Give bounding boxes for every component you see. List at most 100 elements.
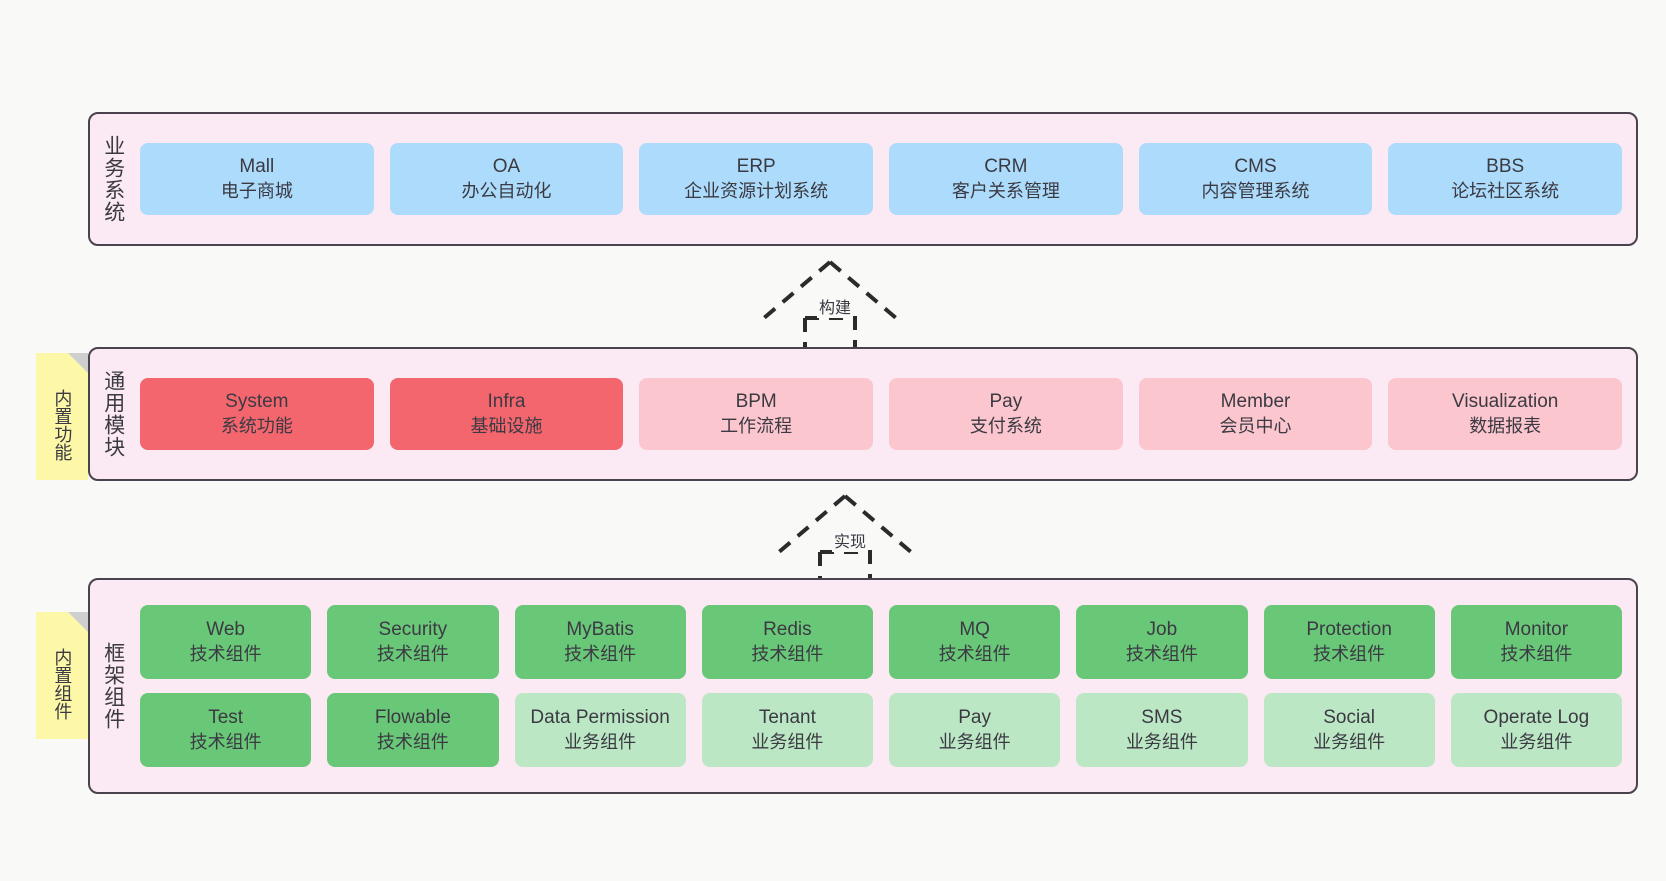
card-title-en: Pay [989, 391, 1023, 413]
card-bbs[interactable]: BBS 论坛社区系统 [1388, 143, 1623, 215]
card-mybatis[interactable]: MyBatis 技术组件 [514, 605, 686, 679]
card-title-en: System [225, 391, 289, 413]
note-builtin-components: 内置组件 [36, 612, 88, 739]
card-title-cn: 系统功能 [220, 415, 293, 436]
connector-build-arrow: 构建 [755, 258, 905, 350]
card-security[interactable]: Security 技术组件 [327, 605, 499, 679]
card-title-en: Redis [763, 619, 812, 641]
card-title-en: Job [1146, 619, 1178, 641]
note-fold-icon [68, 612, 88, 632]
card-title-cn: 技术组件 [938, 643, 1011, 664]
card-pay-business[interactable]: Pay 业务组件 [889, 693, 1061, 767]
card-title-cn: 论坛社区系统 [1451, 180, 1560, 201]
card-title-cn: 办公自动化 [461, 180, 552, 201]
card-monitor[interactable]: Monitor 技术组件 [1450, 605, 1622, 679]
card-oa[interactable]: OA 办公自动化 [389, 143, 624, 215]
card-title-en: Tenant [758, 707, 816, 729]
card-title-en: Security [378, 619, 448, 641]
card-title-en: Visualization [1452, 391, 1559, 413]
card-operate-log[interactable]: Operate Log 业务组件 [1450, 693, 1622, 767]
card-title-cn: 技术组件 [564, 643, 637, 664]
card-title-en: BPM [735, 391, 777, 413]
layer-body-modules: System 系统功能 Infra 基础设施 BPM 工作流程 Pay 支付系统… [136, 349, 1636, 479]
card-protection[interactable]: Protection 技术组件 [1263, 605, 1435, 679]
layer-title-framework: 框架组件 [101, 642, 125, 730]
card-title-en: Infra [487, 391, 526, 413]
card-title-cn: 企业资源计划系统 [684, 180, 829, 201]
card-title-cn: 会员中心 [1219, 415, 1292, 436]
card-title-en: Social [1323, 707, 1375, 729]
modules-card-row: System 系统功能 Infra 基础设施 BPM 工作流程 Pay 支付系统… [140, 378, 1623, 450]
note-fold-icon [68, 353, 88, 373]
card-tenant[interactable]: Tenant 业务组件 [701, 693, 873, 767]
card-title-en: Mall [239, 156, 275, 178]
layer-body-business: Mall 电子商城 OA 办公自动化 ERP 企业资源计划系统 CRM 客户关系… [136, 114, 1636, 244]
card-data-permission[interactable]: Data Permission 业务组件 [514, 693, 686, 767]
connector-implement-arrow: 实现 [770, 492, 920, 584]
card-title-cn: 数据报表 [1469, 415, 1542, 436]
card-title-cn: 业务组件 [564, 731, 637, 752]
card-visualization[interactable]: Visualization 数据报表 [1388, 378, 1623, 450]
card-title-en: MyBatis [566, 619, 634, 641]
note-builtin-functions: 内置功能 [36, 353, 88, 480]
card-cms[interactable]: CMS 内容管理系统 [1138, 143, 1373, 215]
card-member[interactable]: Member 会员中心 [1138, 378, 1373, 450]
card-social[interactable]: Social 业务组件 [1263, 693, 1435, 767]
card-title-cn: 内容管理系统 [1201, 180, 1310, 201]
card-title-en: CMS [1234, 156, 1277, 178]
card-bpm[interactable]: BPM 工作流程 [639, 378, 874, 450]
framework-card-row-2: Test 技术组件 Flowable 技术组件 Data Permission … [140, 693, 1622, 767]
card-crm[interactable]: CRM 客户关系管理 [889, 143, 1123, 215]
card-title-cn: 技术组件 [376, 731, 449, 752]
card-pay[interactable]: Pay 支付系统 [889, 378, 1123, 450]
connector-implement-label: 实现 [832, 528, 869, 552]
connector-build-label: 构建 [817, 294, 854, 318]
card-mq[interactable]: MQ 技术组件 [889, 605, 1061, 679]
card-title-en: ERP [736, 156, 776, 178]
card-title-cn: 业务组件 [1500, 731, 1573, 752]
card-title-en: Web [206, 619, 245, 641]
note-label: 内置组件 [52, 647, 73, 720]
card-title-en: Monitor [1504, 619, 1569, 641]
card-title-en: Protection [1306, 619, 1392, 641]
layer-framework-components: 框架组件 Web 技术组件 Security 技术组件 MyBatis 技术组件… [88, 578, 1638, 794]
card-title-en: MQ [959, 619, 990, 641]
card-mall[interactable]: Mall 电子商城 [140, 143, 374, 215]
card-title-cn: 技术组件 [1500, 643, 1573, 664]
card-title-en: CRM [984, 156, 1028, 178]
layer-title-business: 业务系统 [101, 135, 125, 223]
card-job[interactable]: Job 技术组件 [1076, 605, 1248, 679]
card-flowable[interactable]: Flowable 技术组件 [327, 693, 499, 767]
card-erp[interactable]: ERP 企业资源计划系统 [639, 143, 874, 215]
card-title-cn: 客户关系管理 [951, 180, 1060, 201]
card-title-cn: 业务组件 [1125, 731, 1198, 752]
layer-body-framework: Web 技术组件 Security 技术组件 MyBatis 技术组件 Redi… [136, 580, 1636, 792]
framework-card-row-1: Web 技术组件 Security 技术组件 MyBatis 技术组件 Redi… [140, 605, 1622, 679]
note-label: 内置功能 [52, 388, 73, 461]
card-title-cn: 业务组件 [751, 731, 824, 752]
card-title-cn: 技术组件 [1125, 643, 1198, 664]
layer-common-modules: 通用模块 System 系统功能 Infra 基础设施 BPM 工作流程 Pay… [88, 347, 1638, 481]
card-redis[interactable]: Redis 技术组件 [701, 605, 873, 679]
card-infra[interactable]: Infra 基础设施 [389, 378, 624, 450]
card-title-en: Test [208, 707, 244, 729]
card-title-cn: 支付系统 [969, 415, 1042, 436]
card-system[interactable]: System 系统功能 [140, 378, 374, 450]
card-title-en: Data Permission [530, 707, 670, 729]
card-title-cn: 技术组件 [751, 643, 824, 664]
card-title-cn: 工作流程 [720, 415, 793, 436]
card-sms[interactable]: SMS 业务组件 [1076, 693, 1248, 767]
card-test[interactable]: Test 技术组件 [140, 693, 312, 767]
card-title-cn: 业务组件 [938, 731, 1011, 752]
card-web[interactable]: Web 技术组件 [140, 605, 312, 679]
card-title-cn: 技术组件 [189, 643, 262, 664]
card-title-en: Flowable [374, 707, 451, 729]
layer-business-systems: 业务系统 Mall 电子商城 OA 办公自动化 ERP 企业资源计划系统 CRM… [88, 112, 1638, 246]
card-title-cn: 电子商城 [220, 180, 293, 201]
card-title-cn: 业务组件 [1313, 731, 1386, 752]
layer-title-modules: 通用模块 [101, 370, 125, 458]
card-title-en: Pay [958, 707, 991, 729]
card-title-en: OA [492, 156, 521, 178]
card-title-cn: 基础设施 [470, 415, 543, 436]
card-title-cn: 技术组件 [189, 731, 262, 752]
